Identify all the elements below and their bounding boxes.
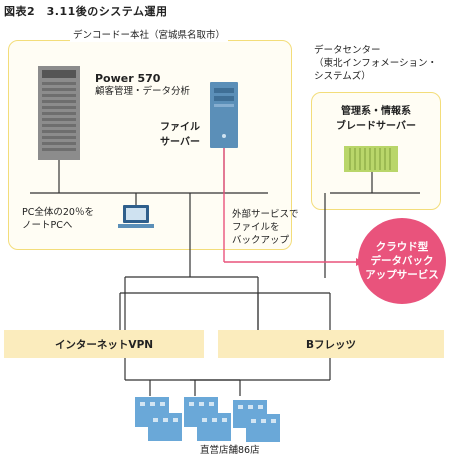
power570-name: Power 570 [95,72,161,85]
notebook-note: PC全体の20％を ノートPCへ [22,206,94,232]
blade-server-label-line1: 管理系・情報系 [341,106,411,117]
cloud-backup-service: クラウド型 データバック アップサービス [358,218,446,304]
stores-label: 直営店舗86店 [200,445,260,456]
datacenter-label-line1: データセンター [314,45,381,56]
figure-title: 図表2 3.11後のシステム運用 [4,5,168,18]
datacenter-label-line3: システムズ） [314,71,371,82]
blade-server-label: 管理系・情報系 ブレードサーバー [318,104,434,134]
cloud-label-line2: データバック [370,255,434,267]
hq-label: デンコードー本社（宮城県名取市） [70,29,229,42]
backup-note: 外部サービスで ファイルを バックアップ [232,208,299,247]
notebook-pc-icon [118,205,154,228]
file-server-icon [210,82,238,148]
backup-note-line1: 外部サービスで [232,209,299,220]
file-server-label-line2: サーバー [160,137,200,148]
cloud-label-line3: アップサービス [365,269,439,281]
file-server-label: ファイル サーバー [160,120,200,150]
cloud-label-line1: クラウド型 [375,241,429,253]
notebook-note-line2: ノートPCへ [22,220,73,231]
bflets-bar: Bフレッツ [218,330,444,358]
blade-server-label-line2: ブレードサーバー [336,121,416,132]
backup-note-line3: バックアップ [232,235,290,246]
stores-icon [135,397,280,442]
internet-vpn-bar: インターネットVPN [4,330,204,358]
store-windows [140,402,276,423]
power570-label: Power 570 顧客管理・データ分析 [95,72,190,98]
datacenter-label: データセンター （東北インフォメーション・ システムズ） [314,44,437,83]
blade-server-icon [344,146,398,172]
lan-lines [30,148,420,396]
datacenter-label-line2: （東北インフォメーション・ [314,58,438,69]
power570-server-icon [38,66,80,160]
backup-arrow [223,148,356,263]
backup-note-line2: ファイルを [232,222,280,233]
notebook-note-line1: PC全体の20％を [22,207,94,218]
file-server-label-line1: ファイル [160,122,200,133]
power570-role: 顧客管理・データ分析 [95,86,191,97]
